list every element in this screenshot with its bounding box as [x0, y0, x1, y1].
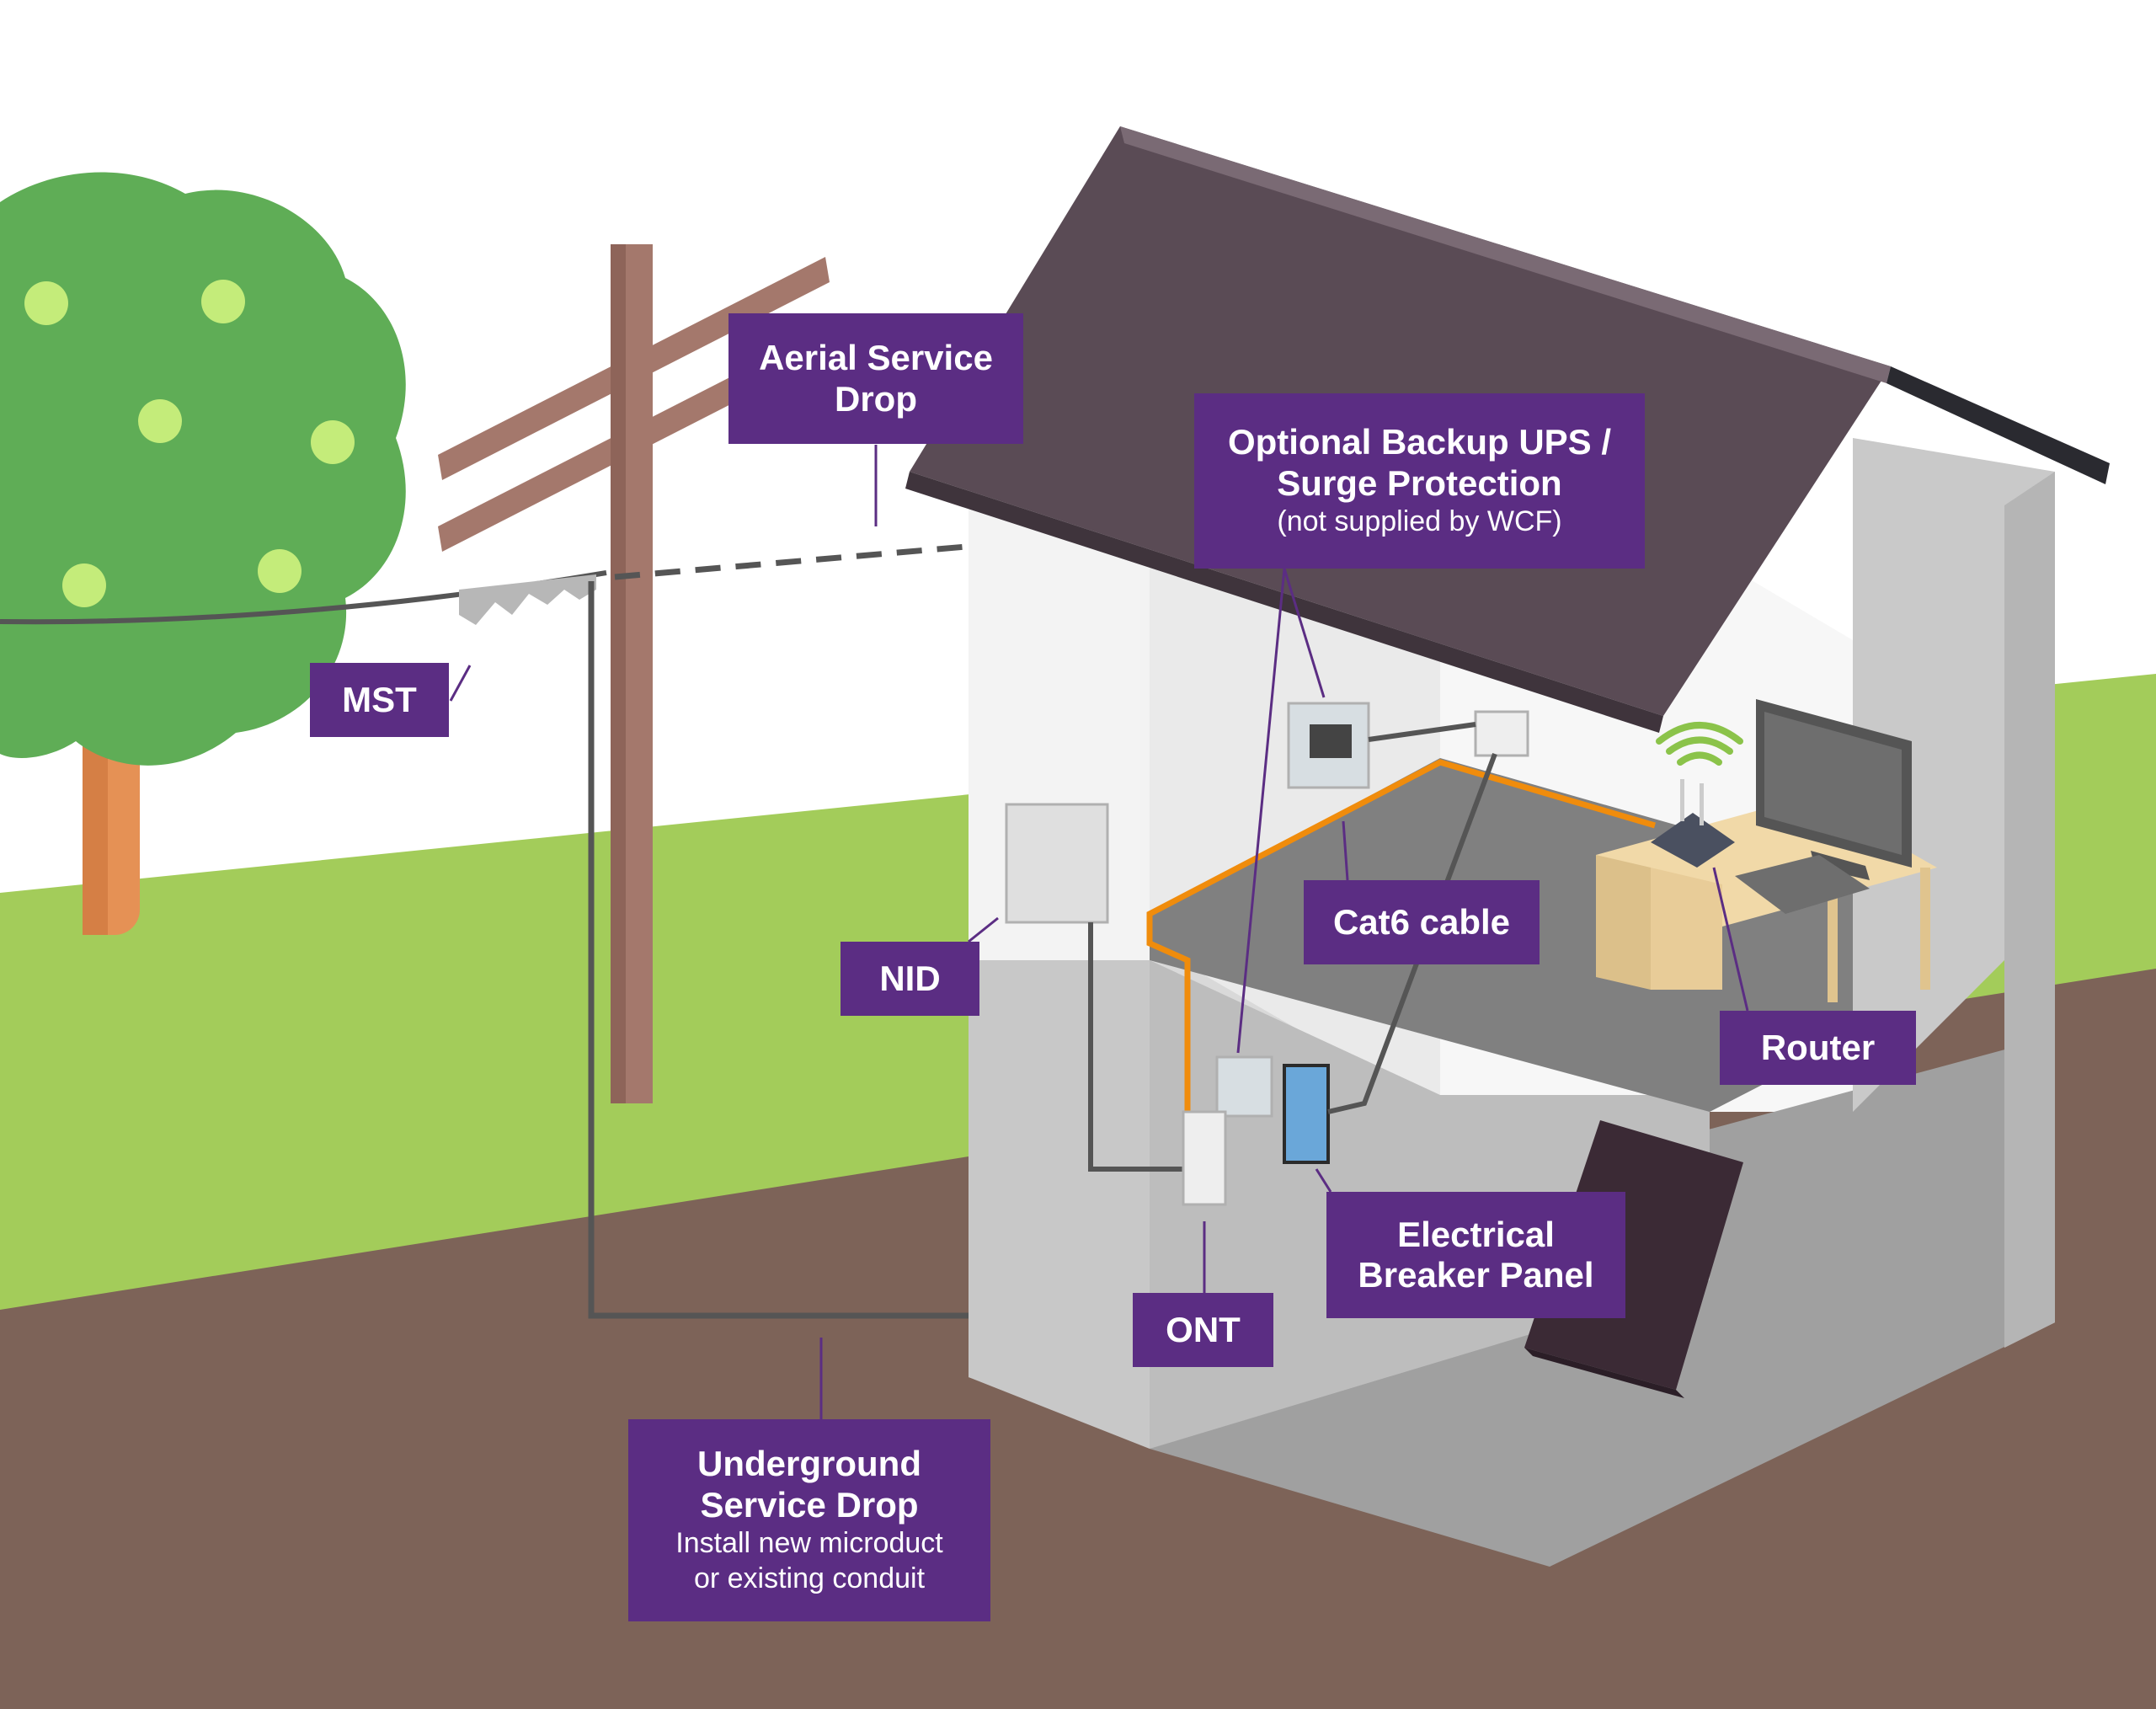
label-router: Router	[1720, 1011, 1916, 1085]
stairs-icon	[1524, 1120, 1743, 1398]
label-cat6-cable: Cat6 cable	[1304, 880, 1540, 964]
basement-ups-icon	[1215, 1055, 1273, 1118]
router-text: Router	[1760, 1027, 1876, 1067]
nid-box-icon	[1005, 803, 1109, 924]
leader-lines	[449, 445, 1749, 1419]
wall-outlet-icon	[1474, 710, 1529, 757]
cat6-text: Cat6 cable	[1332, 901, 1511, 942]
mst-terminal-icon	[459, 574, 596, 625]
ups-line2: Surge Protection	[1277, 462, 1562, 503]
label-mst: MST	[310, 663, 449, 737]
underground-line2: Service Drop	[700, 1484, 919, 1525]
monitor-icon	[1735, 699, 1912, 914]
mst-text: MST	[342, 679, 417, 719]
label-underground-service-drop: Underground Service Drop Install new mic…	[628, 1419, 990, 1621]
router-icon	[1651, 779, 1735, 868]
ont-device-icon	[1182, 1110, 1227, 1206]
label-optional-backup-ups: Optional Backup UPS / Surge Protection (…	[1194, 393, 1645, 569]
label-ont: ONT	[1133, 1293, 1273, 1367]
label-electrical-breaker-panel: Electrical Breaker Panel	[1326, 1192, 1625, 1318]
underground-line1: Underground	[697, 1444, 921, 1484]
ups-screen	[1310, 724, 1352, 758]
breaker-to-outlet-cable	[1327, 752, 1497, 1114]
underground-sub1: Install new microduct	[675, 1526, 943, 1559]
nid-text: NID	[879, 958, 941, 998]
underground-sub2: or existing conduit	[693, 1562, 926, 1595]
ups-line1: Optional Backup UPS /	[1227, 422, 1612, 462]
breaker-panel-icon	[1283, 1064, 1330, 1164]
nid-to-ont-cable	[1088, 922, 1187, 1172]
ups-note: (not supplied by WCF)	[1277, 505, 1562, 538]
aerial-line2: Drop	[835, 378, 917, 419]
aerial-line1: Aerial Service	[759, 338, 993, 378]
wifi-icon	[1656, 722, 1743, 766]
label-aerial-service-drop: Aerial Service Drop	[728, 313, 1023, 444]
ont-text: ONT	[1166, 1309, 1241, 1349]
cat6-cable-line	[1146, 759, 1656, 1146]
breaker-line2: Breaker Panel	[1358, 1255, 1594, 1295]
tree-icon	[0, 172, 406, 935]
breaker-line1: Electrical	[1397, 1214, 1555, 1254]
label-nid: NID	[841, 942, 979, 1016]
ups-to-outlet-cable	[1368, 722, 1476, 742]
